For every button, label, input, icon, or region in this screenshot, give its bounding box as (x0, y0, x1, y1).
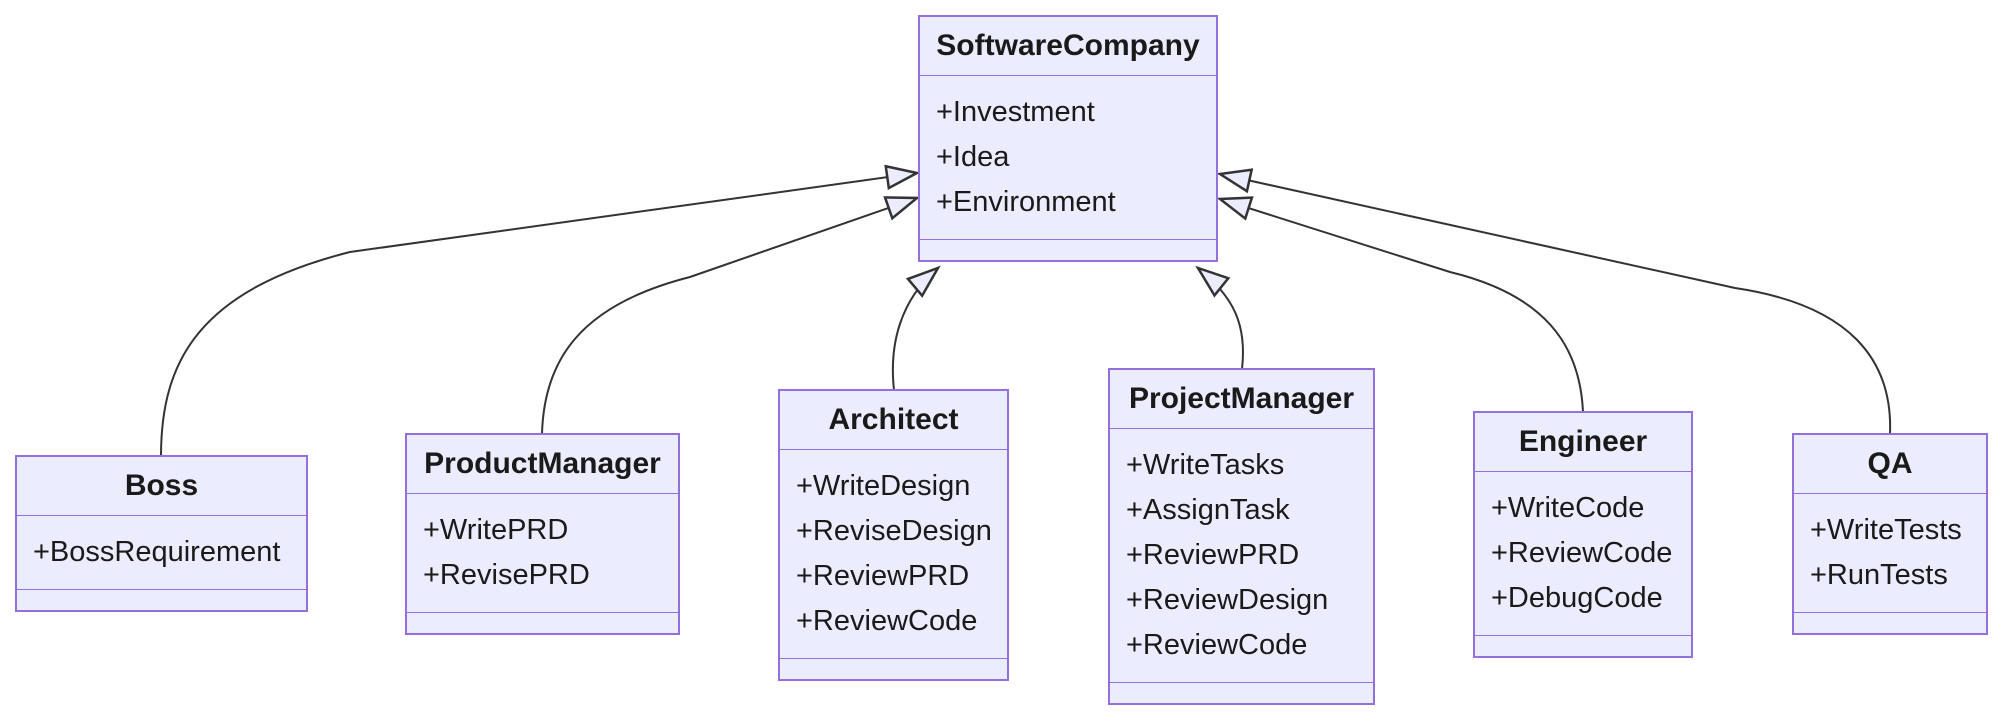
class-attribute: +AssignTask (1126, 494, 1290, 526)
class-name: QA (1794, 435, 1986, 494)
class-name: Architect (780, 391, 1007, 450)
class-methods-empty (1794, 613, 1986, 633)
class-attribute: +ReviewDesign (1126, 584, 1329, 616)
class-attribute: +Investment (936, 96, 1095, 128)
class-attributes: +WriteDesign +ReviseDesign +ReviewPRD +R… (780, 450, 1007, 659)
edge-productmanager-to-softwarecompany (541, 196, 921, 435)
class-attributes: +WriteTests +RunTests (1794, 494, 1986, 613)
edge-qa-to-softwarecompany (1216, 168, 1892, 435)
class-attribute: +ReviewPRD (796, 560, 970, 592)
class-methods-empty (17, 590, 306, 610)
class-attribute: +Environment (936, 186, 1116, 218)
class-methods-empty (407, 613, 678, 633)
class-methods-empty (1110, 683, 1373, 703)
class-name: Engineer (1475, 413, 1691, 472)
class-methods-empty (920, 240, 1216, 260)
class-attributes: +WritePRD +RevisePRD (407, 494, 678, 613)
edge-projectmanager-to-softwarecompany (1195, 265, 1244, 370)
class-productmanager: ProductManager +WritePRD +RevisePRD (405, 433, 680, 635)
class-attribute: +ReviewCode (796, 605, 978, 637)
class-name: Boss (17, 457, 306, 516)
class-attributes: +WriteTasks +AssignTask +ReviewPRD +Revi… (1110, 429, 1373, 683)
class-projectmanager: ProjectManager +WriteTasks +AssignTask +… (1108, 368, 1375, 705)
class-attribute: +WriteCode (1491, 492, 1645, 524)
class-attribute: +BossRequirement (33, 536, 281, 568)
class-attribute: +ReviewPRD (1126, 539, 1300, 571)
class-methods-empty (1475, 636, 1691, 656)
class-attribute: +RevisePRD (423, 559, 590, 591)
class-engineer: Engineer +WriteCode +ReviewCode +DebugCo… (1473, 411, 1693, 658)
class-attribute: +WritePRD (423, 514, 569, 546)
edge-engineer-to-softwarecompany (1216, 196, 1584, 413)
class-attributes: +Investment +Idea +Environment (920, 76, 1216, 240)
class-attribute: +Idea (936, 141, 1010, 173)
class-attribute: +RunTests (1810, 559, 1948, 591)
class-attribute: +WriteTests (1810, 514, 1962, 546)
class-attribute: +ReviewCode (1126, 629, 1308, 661)
class-attributes: +WriteCode +ReviewCode +DebugCode (1475, 472, 1691, 636)
class-name: ProjectManager (1110, 370, 1373, 429)
class-architect: Architect +WriteDesign +ReviseDesign +Re… (778, 389, 1009, 681)
class-attribute: +ReviseDesign (796, 515, 992, 547)
class-boss: Boss +BossRequirement (15, 455, 308, 612)
class-softwarecompany: SoftwareCompany +Investment +Idea +Envir… (918, 15, 1218, 262)
class-attribute: +WriteTasks (1126, 449, 1285, 481)
class-attribute: +WriteDesign (796, 470, 971, 502)
class-attribute: +DebugCode (1491, 582, 1663, 614)
class-methods-empty (780, 659, 1007, 679)
class-name: SoftwareCompany (920, 17, 1216, 76)
class-qa: QA +WriteTests +RunTests (1792, 433, 1988, 635)
class-attribute: +ReviewCode (1491, 537, 1673, 569)
edge-architect-to-softwarecompany (891, 265, 941, 391)
class-attributes: +BossRequirement (17, 516, 306, 590)
edge-boss-to-softwarecompany (160, 164, 921, 457)
class-name: ProductManager (407, 435, 678, 494)
